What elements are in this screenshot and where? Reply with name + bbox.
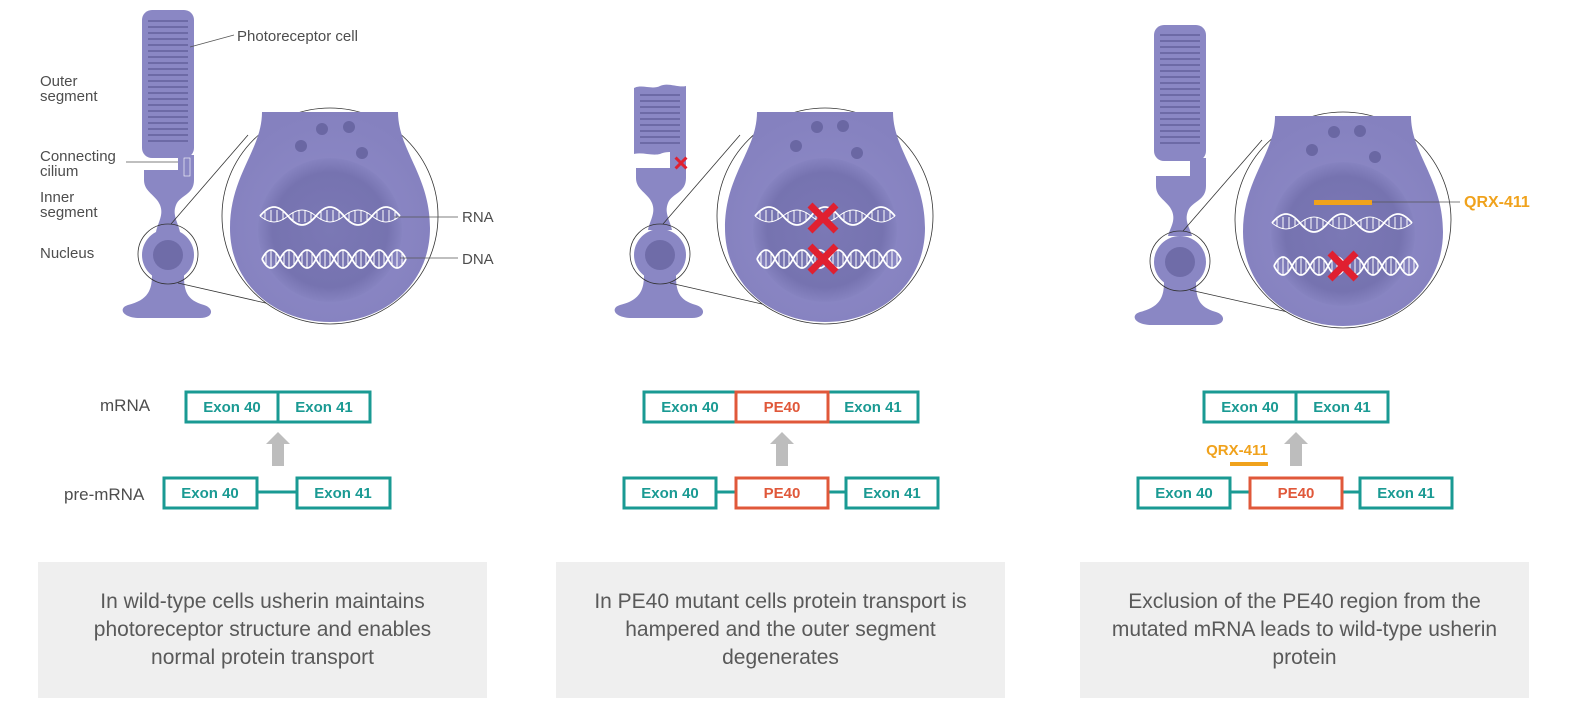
caption-qrx-411: Exclusion of the PE40 region from the mu… — [1080, 562, 1529, 698]
splice-arrow — [1284, 432, 1308, 466]
cell-body — [1134, 158, 1224, 325]
pre-mrna-exon-41: Exon 41 — [863, 485, 921, 502]
outer-segment — [1154, 25, 1206, 161]
pre-mrna-exon-40: Exon 40 — [1155, 485, 1213, 502]
caption-wild-type: In wild-type cells usherin maintains pho… — [38, 562, 487, 698]
nucleus-zoom — [258, 158, 402, 302]
pre-mrna-exon-41: Exon 41 — [314, 485, 372, 502]
pre-mrna-exons: Exon 40 PE40 Exon 41 — [622, 476, 940, 510]
label-rna: RNA — [462, 209, 494, 226]
mrna-exon-40: Exon 40 — [203, 399, 261, 416]
pre-mrna-pe40: PE40 — [764, 485, 801, 502]
pre-mrna-exon-40: Exon 40 — [641, 485, 699, 502]
label-inner-segment-2: segment — [40, 204, 98, 221]
pre-mrna-exon-40: Exon 40 — [181, 485, 239, 502]
mrna-pe40: PE40 — [764, 399, 801, 416]
cell-body — [614, 150, 704, 318]
panel-pe40-mutant: Exon 40 PE40 Exon 41 Exon 40 PE40 Exon 4… — [614, 84, 940, 510]
label-qrx-411: QRX-411 — [1206, 442, 1268, 459]
panel-wild-type: Photoreceptor cell Outer segment Connect… — [40, 10, 494, 510]
mrna-exon-40: Exon 40 — [1221, 399, 1279, 416]
pre-mrna-exon-41: Exon 41 — [1377, 485, 1435, 502]
outer-segment-degenerated — [634, 84, 686, 155]
label-outer-segment-1: Outer — [40, 73, 78, 90]
outer-segment — [142, 10, 194, 158]
label-outer-segment-2: segment — [40, 88, 98, 105]
label-connecting-cilium-2: cilium — [40, 163, 78, 180]
panel-qrx-411-treatment: QRX-411 Exon 40 Exon 41 QRX-411 Exon 40 … — [1134, 25, 1530, 510]
mrna-exon-40: Exon 40 — [661, 399, 719, 416]
mrna-exons: Exon 40 Exon 41 — [184, 390, 372, 424]
pre-mrna-exons: Exon 40 PE40 Exon 41 — [1136, 476, 1454, 510]
mrna-exons: Exon 40 Exon 41 — [1202, 390, 1390, 424]
mrna-exon-41: Exon 41 — [1313, 399, 1371, 416]
pre-mrna-pe40: PE40 — [1278, 485, 1315, 502]
label-connecting-cilium-1: Connecting — [40, 148, 116, 165]
label-qrx-411-callout: QRX-411 — [1464, 194, 1530, 211]
label-mrna: mRNA — [100, 396, 151, 415]
label-nucleus: Nucleus — [40, 245, 94, 262]
label-photoreceptor-cell: Photoreceptor cell — [237, 28, 358, 45]
mrna-exon-41: Exon 41 — [844, 399, 902, 416]
label-inner-segment-1: Inner — [40, 189, 74, 206]
qrx-411-bar — [1230, 462, 1268, 466]
nucleus-small — [153, 240, 183, 270]
zoom-circle-small — [137, 223, 199, 285]
mrna-exon-41: Exon 41 — [295, 399, 353, 416]
label-dna: DNA — [462, 251, 494, 268]
pre-mrna-exons: Exon 40 Exon 41 — [162, 476, 392, 510]
splice-arrow — [770, 432, 794, 466]
label-pre-mrna: pre-mRNA — [64, 485, 145, 504]
cell-body — [122, 155, 212, 318]
caption-pe40-mutant: In PE40 mutant cells protein transport i… — [556, 562, 1005, 698]
mrna-exons: Exon 40 PE40 Exon 41 — [642, 390, 920, 424]
splice-arrow — [266, 432, 290, 466]
qrx-411-oligo — [1314, 200, 1372, 205]
